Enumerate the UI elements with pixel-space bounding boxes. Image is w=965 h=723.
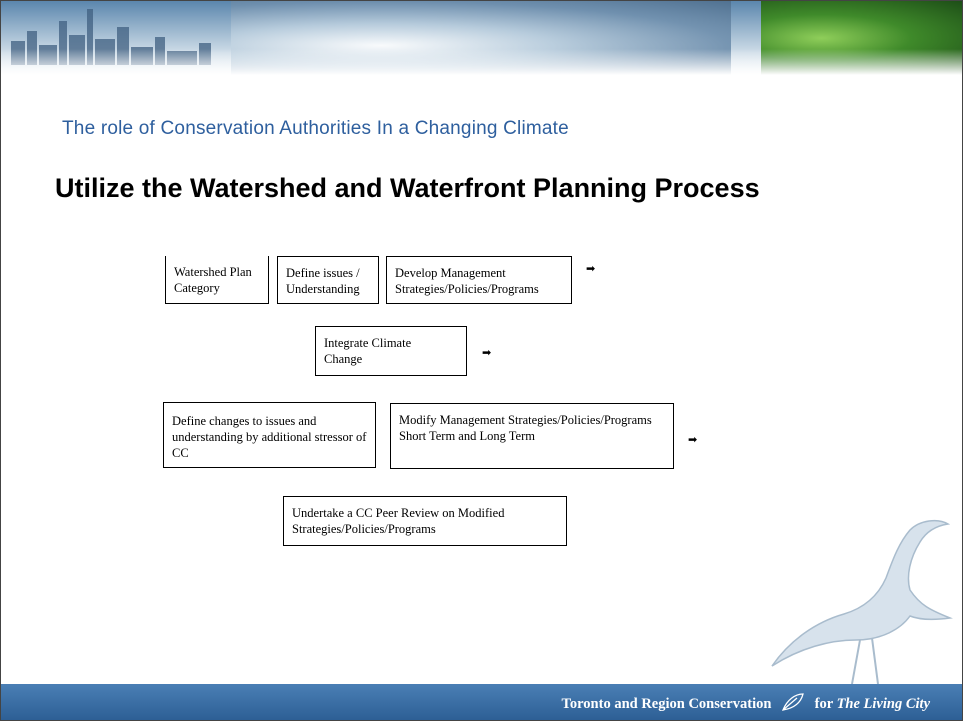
box-integrate-climate-change: Integrate Climate Change: [315, 326, 467, 376]
slide-title: Utilize the Watershed and Waterfront Pla…: [55, 173, 760, 203]
box-peer-review: Undertake a CC Peer Review on Modified S…: [283, 496, 567, 546]
box-develop-management: Develop Management Strategies/Policies/P…: [386, 256, 572, 304]
arrow-right-icon: ➡: [586, 262, 596, 275]
heron-image: [771, 519, 953, 684]
arrow-right-icon: ➡: [688, 433, 698, 446]
box-define-issues: Define issues / Understanding: [277, 256, 379, 304]
slide-subtitle: The role of Conservation Authorities In …: [62, 118, 569, 139]
footer-for: for: [814, 695, 833, 712]
footer-org: Toronto and Region Conservation: [561, 695, 772, 712]
footer-bar: Toronto and Region Conservation for The …: [1, 684, 962, 720]
header-banner-image: [1, 1, 962, 75]
trca-leaf-logo-icon: [781, 692, 805, 717]
box-modify-management: Modify Management Strategies/Policies/Pr…: [390, 403, 674, 469]
box-define-changes: Define changes to issues and understandi…: [163, 402, 376, 468]
footer-logo-text: Toronto and Region Conservation for The …: [562, 692, 930, 717]
box-watershed-plan-category: Watershed Plan Category: [165, 256, 269, 304]
arrow-right-icon: ➡: [482, 346, 492, 359]
footer-tagline: The Living City: [836, 695, 930, 712]
